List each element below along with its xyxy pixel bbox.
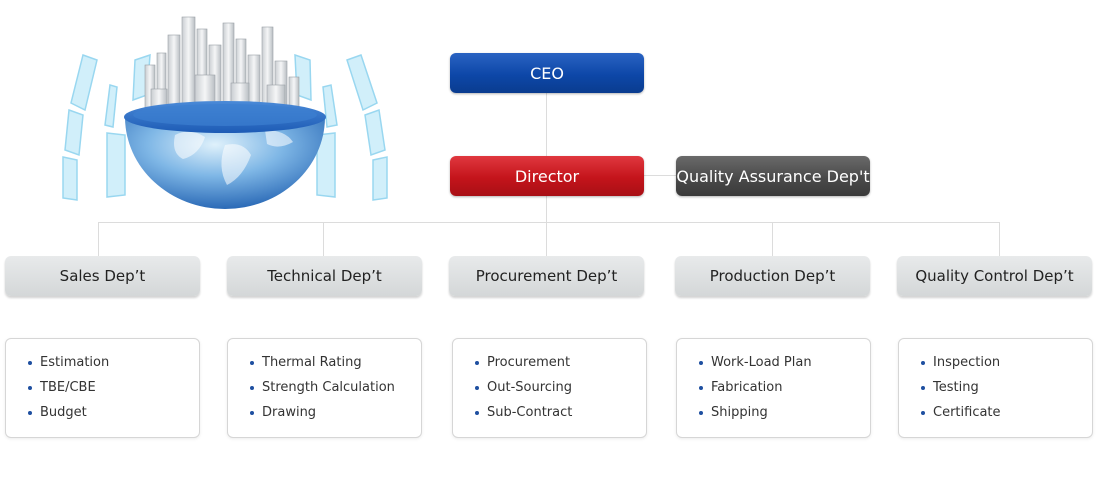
dept-label: Procurement Dep’t (475, 267, 618, 285)
list-item: Shipping (699, 403, 870, 428)
list-item: Certificate (921, 403, 1092, 428)
quality-assurance-label: Quality Assurance Dep't (676, 166, 870, 186)
tasks-technical: Thermal Rating Strength Calculation Draw… (227, 338, 422, 438)
dept-technical: Technical Dep’t (227, 256, 422, 296)
list-item: Strength Calculation (250, 378, 421, 403)
dept-procurement: Procurement Dep’t (449, 256, 644, 296)
dept-label: Technical Dep’t (267, 267, 382, 285)
connector-production (772, 222, 773, 256)
dept-label: Production Dep’t (709, 267, 836, 285)
tasks-procurement: Procurement Out-Sourcing Sub-Contract (452, 338, 647, 438)
tasks-production: Work-Load Plan Fabrication Shipping (676, 338, 871, 438)
list-item: Thermal Rating (250, 353, 421, 378)
list-item: Budget (28, 403, 199, 428)
connector-sales (98, 222, 99, 256)
quality-assurance-box: Quality Assurance Dep't (676, 156, 870, 196)
connector-director-qa (644, 175, 676, 176)
list-item: Work-Load Plan (699, 353, 870, 378)
list-item: Inspection (921, 353, 1092, 378)
dept-quality-control: Quality Control Dep’t (897, 256, 1092, 296)
dept-label: Quality Control Dep’t (915, 267, 1074, 285)
director-box: Director (450, 156, 644, 196)
list-item: Out-Sourcing (475, 378, 646, 403)
list-item: Drawing (250, 403, 421, 428)
connector-ceo-director (546, 93, 547, 156)
ceo-label: CEO (530, 63, 564, 83)
tasks-sales: Estimation TBE/CBE Budget (5, 338, 200, 438)
list-item: TBE/CBE (28, 378, 199, 403)
connector-horizontal (98, 222, 1000, 223)
globe-city-illustration (55, 15, 395, 215)
list-item: Estimation (28, 353, 199, 378)
list-item: Procurement (475, 353, 646, 378)
connector-technical (323, 222, 324, 256)
tasks-quality-control: Inspection Testing Certificate (898, 338, 1093, 438)
list-item: Fabrication (699, 378, 870, 403)
dept-production: Production Dep’t (675, 256, 870, 296)
director-label: Director (514, 166, 580, 186)
connector-quality-control (999, 222, 1000, 256)
connector-director-down (546, 196, 547, 256)
ceo-box: CEO (450, 53, 644, 93)
list-item: Testing (921, 378, 1092, 403)
list-item: Sub-Contract (475, 403, 646, 428)
dept-sales: Sales Dep’t (5, 256, 200, 296)
dept-label: Sales Dep’t (59, 267, 146, 285)
